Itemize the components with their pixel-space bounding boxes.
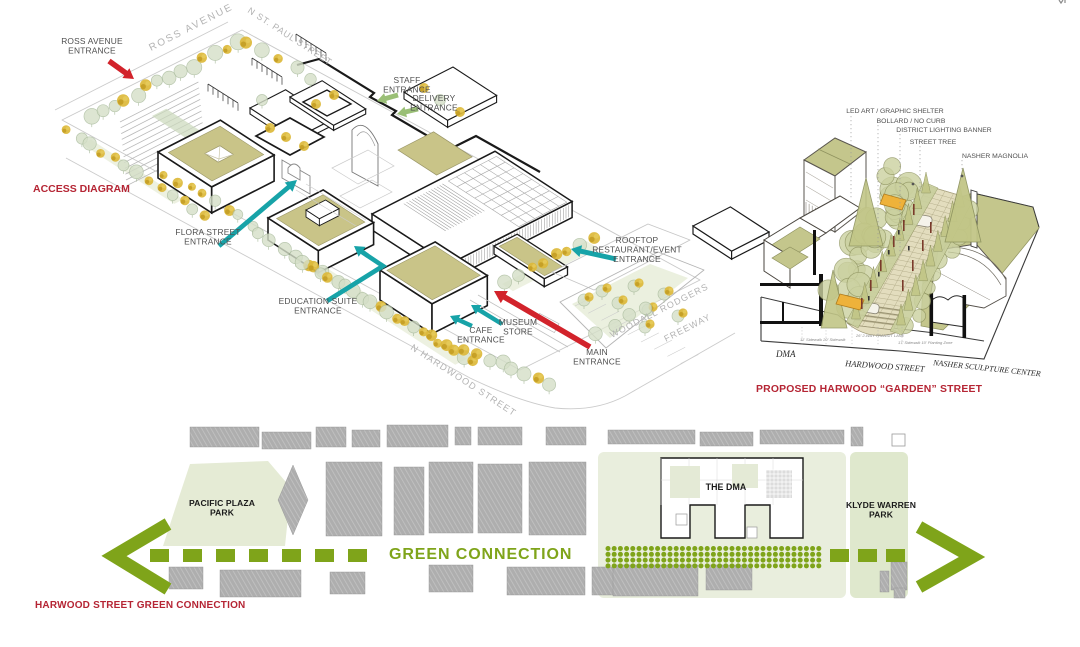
svg-text:STREET TREE: STREET TREE: [910, 139, 957, 146]
svg-text:GREEN CONNECTION: GREEN CONNECTION: [389, 546, 572, 563]
svg-text:ACCESS DIAGRAM: ACCESS DIAGRAM: [33, 183, 130, 195]
svg-text:11' Sidewalk 20' Sidewalk: 11' Sidewalk 20' Sidewalk: [800, 337, 846, 342]
svg-text:DMA: DMA: [775, 349, 796, 359]
svg-text:17' Sidewalk 10' Planting Zo: 17' Sidewalk 10' Planting Zone: [898, 340, 953, 345]
svg-text:HARWOOD STREET GREEN CONNECTIO: HARWOOD STREET GREEN CONNECTION: [35, 600, 245, 611]
svg-text:NASHER MAGNOLIA: NASHER MAGNOLIA: [962, 153, 1029, 160]
svg-text:PROPOSED HARWOOD “GARDEN” STRE: PROPOSED HARWOOD “GARDEN” STREET: [756, 384, 983, 395]
svg-text:LED ART / GRAPHIC SHELTER: LED ART / GRAPHIC SHELTER: [846, 108, 944, 115]
svg-text:26' 2-WAY TRANSIT LANE: 26' 2-WAY TRANSIT LANE: [855, 333, 905, 338]
svg-text:BOLLARD / NO CURB: BOLLARD / NO CURB: [877, 118, 946, 125]
svg-text:DISTRICT LIGHTING BANNER: DISTRICT LIGHTING BANNER: [896, 127, 992, 134]
svg-text:THE DMA: THE DMA: [706, 482, 747, 492]
